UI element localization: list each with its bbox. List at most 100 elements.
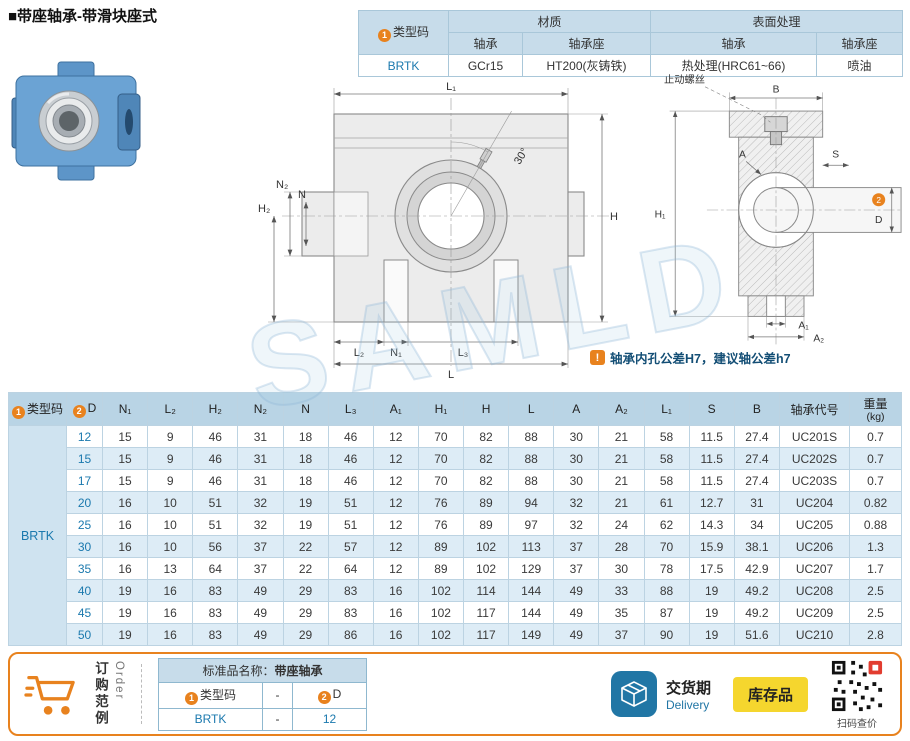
table-cell: 83 xyxy=(327,579,374,602)
table-cell: 16 xyxy=(101,491,149,514)
column-header: A₂ xyxy=(598,392,645,426)
side-view-drawing: 止动螺丝 B A S H₁ 2 D A₁ A₂ xyxy=(655,74,902,346)
column-header: 轴承代号 xyxy=(779,392,850,426)
table-cell: 38.1 xyxy=(733,535,781,558)
table-cell: 16 xyxy=(372,601,419,624)
table-cell: 56 xyxy=(192,535,239,558)
table-cell: UC210 xyxy=(779,623,850,646)
table-cell: 10 xyxy=(147,491,194,514)
table-cell: 16 xyxy=(147,579,194,602)
table-cell: 70 xyxy=(417,447,465,470)
table-cell: 70 xyxy=(417,425,465,448)
spec-subheader: 轴承座 xyxy=(816,32,903,55)
circled-1: 1 xyxy=(184,691,198,705)
table-cell: 1.3 xyxy=(849,535,902,558)
table-cell: UC204 xyxy=(779,491,850,514)
table-cell: 49 xyxy=(237,601,284,624)
table-cell: 34 xyxy=(733,513,781,536)
table-cell: 13 xyxy=(147,557,194,580)
table-cell: 18 xyxy=(282,425,329,448)
table-cell: UC206 xyxy=(779,535,850,558)
dim-label-d: D xyxy=(875,215,882,226)
delivery-label-cn: 交货期 xyxy=(665,679,711,697)
table-cell: 46 xyxy=(192,425,239,448)
table-cell: UC202S xyxy=(779,447,850,470)
table-cell: 15 xyxy=(101,425,149,448)
column-header: L₃ xyxy=(327,392,374,426)
table-cell: 0.88 xyxy=(849,513,902,536)
table-cell: 11.5 xyxy=(688,447,735,470)
table-cell: 58 xyxy=(643,447,690,470)
d-value-cell: 17 xyxy=(66,469,103,492)
svg-text:2: 2 xyxy=(876,195,881,205)
table-cell: 2.5 xyxy=(849,601,902,624)
column-header: S xyxy=(688,392,735,426)
table-cell: 16 xyxy=(372,623,419,646)
table-cell: 76 xyxy=(417,491,465,514)
table-cell: 49 xyxy=(237,623,284,646)
table-cell: 27.4 xyxy=(733,425,781,448)
table-cell: 16 xyxy=(372,579,419,602)
table-cell: 16 xyxy=(101,513,149,536)
table-cell: 89 xyxy=(417,557,465,580)
table-cell: 51 xyxy=(192,491,239,514)
table-cell: 32 xyxy=(553,513,600,536)
table-cell: 10 xyxy=(147,535,194,558)
table-cell: 12 xyxy=(372,425,419,448)
spec-cell: GCr15 xyxy=(448,54,523,77)
dim-label-n1: N₁ xyxy=(390,347,402,359)
table-cell: UC205 xyxy=(779,513,850,536)
table-cell: 78 xyxy=(643,557,690,580)
table-cell: 58 xyxy=(643,425,690,448)
dim-label-n: N xyxy=(298,189,306,201)
table-cell: 12 xyxy=(372,447,419,470)
table-cell: 28 xyxy=(598,535,645,558)
table-cell: 29 xyxy=(282,579,329,602)
table-cell: 0.82 xyxy=(849,491,902,514)
table-cell: 88 xyxy=(643,579,690,602)
column-header: H₁ xyxy=(417,392,465,426)
table-cell: 37 xyxy=(598,623,645,646)
table-cell: 87 xyxy=(643,601,690,624)
column-header: N₁ xyxy=(101,392,149,426)
dim-label-h: H xyxy=(610,211,618,223)
table-cell: 31 xyxy=(237,469,284,492)
column-header: L₂ xyxy=(147,392,194,426)
column-header: N₂ xyxy=(237,392,284,426)
table-cell: 18 xyxy=(282,447,329,470)
table-cell: 89 xyxy=(462,491,510,514)
table-cell: 76 xyxy=(417,513,465,536)
table-cell: 49 xyxy=(553,601,600,624)
table-cell: 62 xyxy=(643,513,690,536)
circled-1: 1 xyxy=(11,405,25,419)
column-header: H xyxy=(462,392,510,426)
divider xyxy=(141,664,142,724)
table-cell: 32 xyxy=(237,491,284,514)
delivery-label-en: Delivery xyxy=(665,697,710,712)
table-cell: 149 xyxy=(508,623,555,646)
table-cell: UC208 xyxy=(779,579,850,602)
table-cell: 12 xyxy=(372,469,419,492)
table-cell: 83 xyxy=(192,601,239,624)
table-cell: 144 xyxy=(508,601,555,624)
stock-badge: 库存品 xyxy=(732,676,808,712)
table-cell: 21 xyxy=(598,491,645,514)
table-cell: 19 xyxy=(688,579,735,602)
example-dash: - xyxy=(262,707,293,731)
warning-icon: ! xyxy=(590,350,605,365)
table-cell: 51.6 xyxy=(733,623,781,646)
table-cell: 16 xyxy=(147,601,194,624)
circled-2 xyxy=(872,193,886,207)
table-cell: 29 xyxy=(282,601,329,624)
table-cell: 21 xyxy=(598,469,645,492)
table-cell: 2.5 xyxy=(849,579,902,602)
